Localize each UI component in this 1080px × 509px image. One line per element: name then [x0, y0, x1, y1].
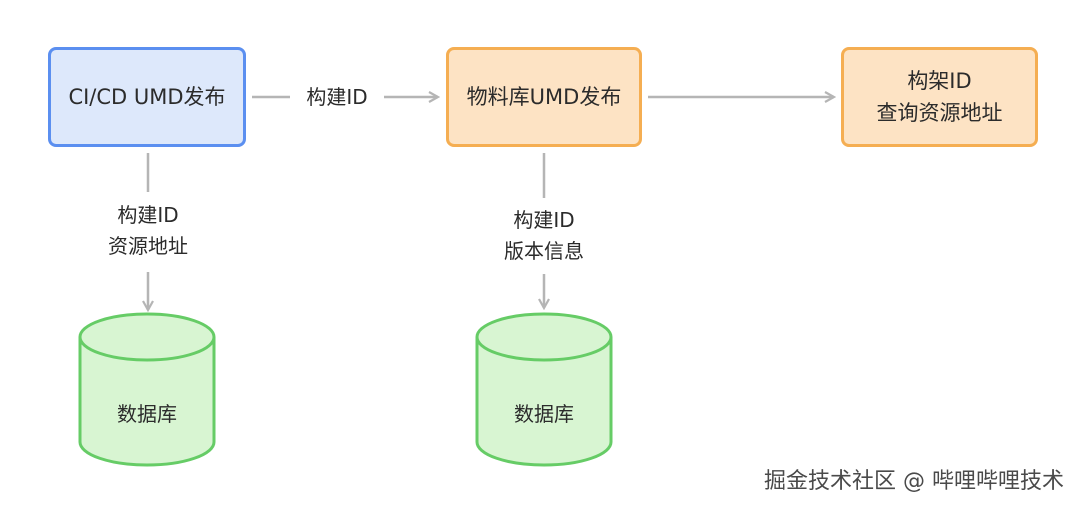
edge-label-material-down-line2: 版本信息	[504, 239, 584, 263]
edge-label-material-down: 构建ID 版本信息	[484, 205, 604, 267]
edge-label-cicd-down-line2: 资源地址	[108, 234, 188, 258]
arch-id-query-node: 构架ID 查询资源地址	[841, 47, 1038, 147]
edge-label-cicd-down-line1: 构建ID	[117, 203, 179, 227]
arch-node-label-line2: 查询资源地址	[876, 101, 1003, 125]
arch-node-label-line1: 构架ID	[907, 69, 972, 93]
cicd-node-label: CI/CD UMD发布	[68, 85, 226, 109]
database-cylinder-2	[475, 312, 613, 467]
database-label-1: 数据库	[117, 402, 177, 426]
database-label-2: 数据库	[514, 402, 574, 426]
database-cylinder-1	[78, 312, 216, 467]
edge-label-cicd-to-material: 构建ID	[296, 82, 378, 113]
material-node-label: 物料库UMD发布	[466, 85, 622, 109]
edge-label-material-down-line1: 构建ID	[513, 208, 575, 232]
edge-label-cicd-down: 构建ID 资源地址	[88, 200, 208, 262]
cicd-umd-publish-node: CI/CD UMD发布	[48, 47, 246, 147]
edge-label-build-id: 构建ID	[306, 85, 368, 109]
material-umd-publish-node: 物料库UMD发布	[446, 47, 642, 147]
watermark: 掘金技术社区 @ 哔哩哔哩技术	[764, 469, 1064, 494]
